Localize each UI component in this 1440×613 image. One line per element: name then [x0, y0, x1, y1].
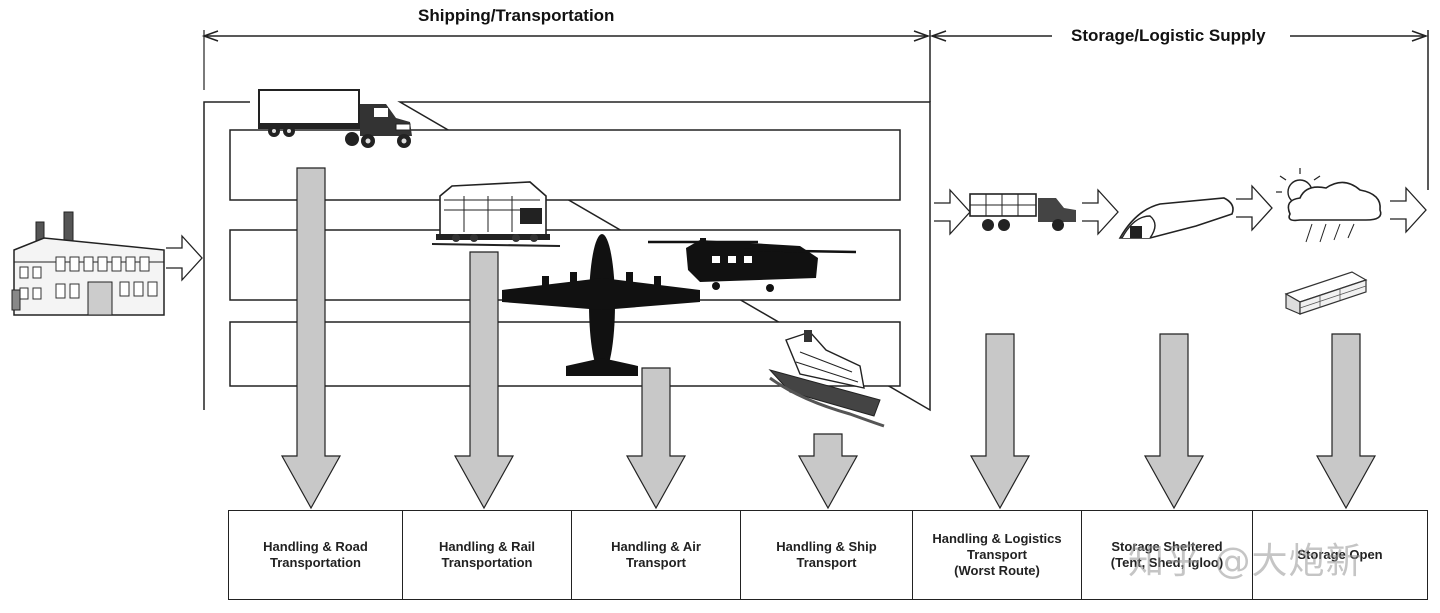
- ship-icon: [768, 330, 885, 428]
- airplane-icon: [502, 234, 700, 376]
- factory-icon: [11, 211, 165, 316]
- locomotive-icon: [431, 181, 561, 247]
- down-arrow-storage-sheltered: [1143, 333, 1205, 510]
- crate-icon: [1284, 271, 1368, 315]
- flow-arrow-to-open: [1236, 184, 1273, 232]
- shipping-span: [201, 30, 931, 102]
- down-arrow-logistics: [969, 333, 1031, 510]
- down-arrow-storage-open: [1315, 333, 1377, 510]
- flow-arrow-to-end: [1390, 186, 1427, 234]
- stage-box-logistics: Handling & Logistics Transport (Worst Ro…: [912, 510, 1082, 600]
- weather-cloud-icon: [1276, 168, 1382, 243]
- watermark: 知乎 @大炮新: [1128, 541, 1363, 582]
- stage-arrows: [280, 167, 1377, 510]
- flow-arrow-factory: [166, 234, 203, 282]
- stage-box-air: Handling & Air Transport: [571, 510, 741, 600]
- stage-box-ship: Handling & Ship Transport: [740, 510, 913, 600]
- route-lane-road: [229, 129, 901, 201]
- helicopter-icon: [648, 238, 857, 292]
- down-arrow-rail: [453, 251, 515, 510]
- stage-box-storage-open: Storage Open: [1252, 510, 1428, 600]
- stage-box-storage-sheltered: Storage Sheltered (Tent, Shed, Igloo): [1081, 510, 1253, 600]
- stage-box-road: Handling & Road Transportation: [228, 510, 403, 600]
- down-arrow-road: [280, 167, 342, 510]
- truck-icon: [258, 89, 412, 148]
- storage-logistic-supply-label: Storage/Logistic Supply: [1063, 26, 1274, 46]
- shipping-transportation-label: Shipping/Transportation: [418, 6, 615, 25]
- storage-span: [929, 30, 1429, 190]
- igloo-shelter-icon: [1118, 197, 1234, 239]
- military-truck-icon: [969, 193, 1076, 231]
- down-arrow-air: [625, 367, 687, 510]
- stage-box-rail: Handling & Rail Transportation: [402, 510, 572, 600]
- flow-arrow-to-sheltered: [1082, 188, 1119, 236]
- down-arrow-ship: [797, 433, 859, 510]
- flow-arrow-to-logistics: [934, 188, 971, 236]
